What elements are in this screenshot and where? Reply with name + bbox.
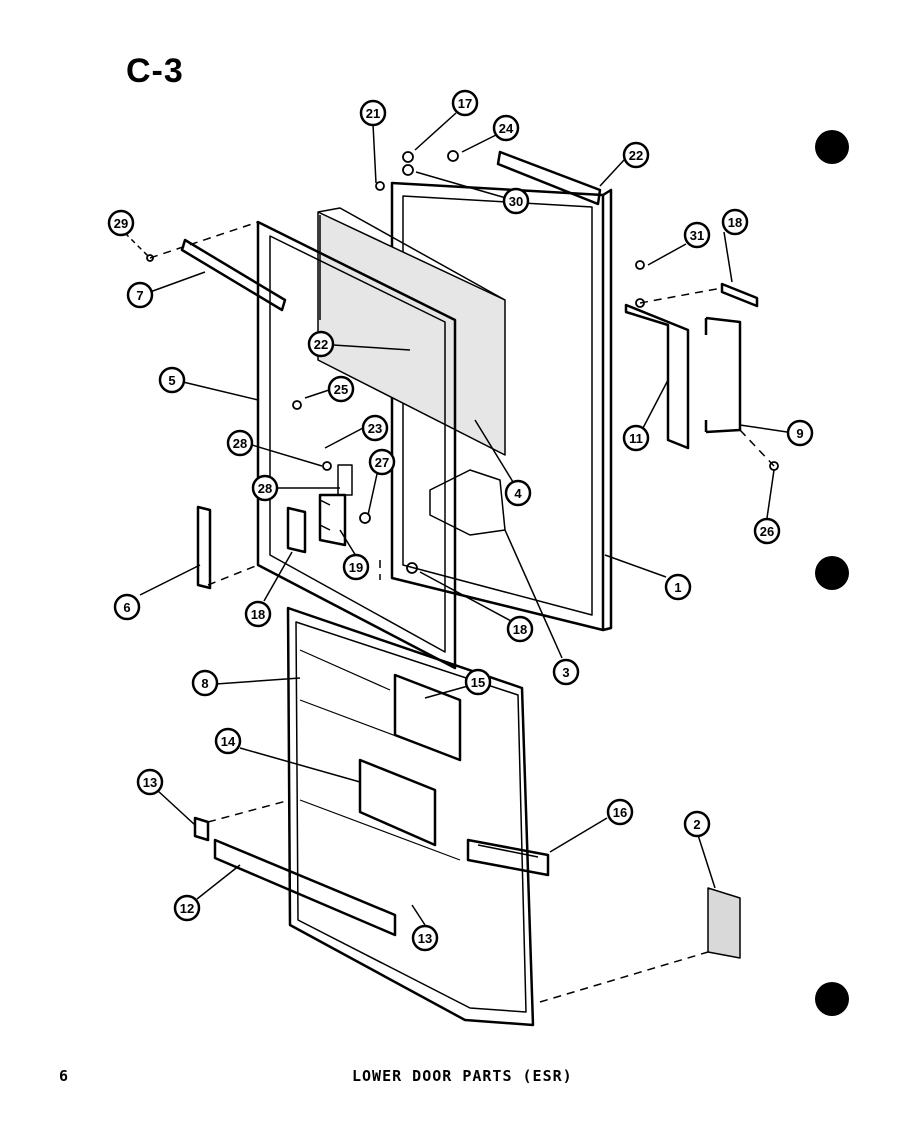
callout-29: 29 bbox=[107, 209, 135, 237]
callout-19: 19 bbox=[342, 553, 370, 581]
fasteners bbox=[146, 150, 779, 574]
binder-punch-hole-bottom bbox=[815, 982, 849, 1016]
callout-8: 8 bbox=[191, 669, 219, 697]
svg-text:13: 13 bbox=[418, 931, 432, 946]
svg-text:24: 24 bbox=[499, 121, 514, 136]
svg-text:18: 18 bbox=[513, 622, 527, 637]
svg-text:26: 26 bbox=[760, 524, 774, 539]
callout-13-left: 13 bbox=[136, 768, 164, 796]
callout-3: 3 bbox=[552, 658, 580, 686]
callout-26: 26 bbox=[753, 517, 781, 545]
svg-text:4: 4 bbox=[514, 486, 522, 501]
svg-text:19: 19 bbox=[349, 560, 363, 575]
callout-11: 11 bbox=[622, 424, 650, 452]
callout-18-bottom: 18 bbox=[244, 600, 272, 628]
callout-31: 31 bbox=[683, 221, 711, 249]
svg-text:22: 22 bbox=[629, 148, 643, 163]
binder-punch-hole-middle bbox=[815, 556, 849, 590]
callout-24: 24 bbox=[492, 114, 520, 142]
callout-7: 7 bbox=[126, 281, 154, 309]
callout-21: 21 bbox=[359, 99, 387, 127]
callout-1: 1 bbox=[664, 573, 692, 601]
part-lower-door-liner bbox=[286, 606, 535, 1027]
svg-text:12: 12 bbox=[180, 901, 194, 916]
svg-text:28: 28 bbox=[258, 481, 272, 496]
part-top-trim-strip bbox=[496, 150, 602, 206]
part-clip bbox=[193, 816, 210, 842]
page-title: C-3 bbox=[126, 52, 184, 90]
svg-text:17: 17 bbox=[458, 96, 472, 111]
part-drip-tray bbox=[466, 838, 550, 877]
svg-text:13: 13 bbox=[143, 775, 157, 790]
part-dispenser-bracket bbox=[393, 673, 462, 762]
svg-text:21: 21 bbox=[366, 106, 380, 121]
callout-22-top: 22 bbox=[622, 141, 650, 169]
callout-18-top: 18 bbox=[721, 208, 749, 236]
svg-text:15: 15 bbox=[471, 675, 485, 690]
callout-28-a: 28 bbox=[226, 429, 254, 457]
part-switch-plate bbox=[286, 506, 307, 554]
svg-text:27: 27 bbox=[375, 455, 389, 470]
callout-17-top: 17 bbox=[451, 89, 479, 117]
part-side-strip bbox=[196, 505, 212, 590]
svg-text:16: 16 bbox=[613, 805, 627, 820]
svg-text:6: 6 bbox=[123, 600, 130, 615]
callout-6: 6 bbox=[113, 593, 141, 621]
svg-text:2: 2 bbox=[693, 817, 700, 832]
page-caption: LOWER DOOR PARTS (ESR) bbox=[352, 1067, 573, 1085]
svg-text:29: 29 bbox=[114, 216, 128, 231]
callout-23: 23 bbox=[361, 414, 389, 442]
callout-16: 16 bbox=[606, 798, 634, 826]
part-hinge-block bbox=[318, 464, 353, 547]
svg-text:25: 25 bbox=[334, 382, 348, 397]
callout-28-b: 28 bbox=[251, 474, 279, 502]
svg-text:9: 9 bbox=[796, 426, 803, 441]
binder-punch-hole-top bbox=[815, 130, 849, 164]
part-bottom-rail bbox=[213, 838, 397, 937]
alignment-dashes bbox=[149, 221, 775, 1003]
callout-14: 14 bbox=[214, 727, 242, 755]
leader-lines bbox=[124, 112, 788, 926]
svg-text:7: 7 bbox=[136, 288, 143, 303]
callout-30: 30 bbox=[502, 187, 530, 215]
svg-text:14: 14 bbox=[221, 734, 236, 749]
callout-4: 4 bbox=[504, 479, 532, 507]
callout-13-bottom: 13 bbox=[411, 924, 439, 952]
callout-22-mid: 22 bbox=[307, 330, 335, 358]
callout-2: 2 bbox=[683, 810, 711, 838]
page-number: 6 bbox=[59, 1067, 69, 1085]
part-center-bracket bbox=[358, 758, 437, 847]
callouts: 21 17 24 22 30 29 7 31 18 22 5 25 23 28 … bbox=[107, 89, 814, 952]
part-hinge-bracket bbox=[624, 303, 690, 450]
callout-17-bottom: 18 bbox=[506, 615, 534, 643]
svg-text:8: 8 bbox=[201, 676, 208, 691]
callout-15: 15 bbox=[464, 668, 492, 696]
part-inner-liner-frame bbox=[256, 220, 457, 670]
svg-text:22: 22 bbox=[314, 337, 328, 352]
svg-text:3: 3 bbox=[562, 665, 569, 680]
callout-9: 9 bbox=[786, 419, 814, 447]
callout-25: 25 bbox=[327, 375, 355, 403]
part-kick-plate bbox=[707, 887, 741, 959]
svg-text:18: 18 bbox=[251, 607, 265, 622]
part-hinge bbox=[704, 316, 742, 434]
part-gasket-strip bbox=[720, 282, 759, 308]
svg-text:5: 5 bbox=[168, 373, 175, 388]
callout-5: 5 bbox=[158, 366, 186, 394]
svg-text:23: 23 bbox=[368, 421, 382, 436]
callout-27: 27 bbox=[368, 448, 396, 476]
svg-text:1: 1 bbox=[674, 580, 681, 595]
callout-12: 12 bbox=[173, 894, 201, 922]
svg-text:11: 11 bbox=[629, 431, 643, 446]
svg-text:28: 28 bbox=[233, 436, 247, 451]
part-insulation-block bbox=[317, 207, 506, 536]
svg-text:18: 18 bbox=[728, 215, 742, 230]
svg-text:30: 30 bbox=[509, 194, 523, 209]
svg-text:31: 31 bbox=[690, 228, 704, 243]
